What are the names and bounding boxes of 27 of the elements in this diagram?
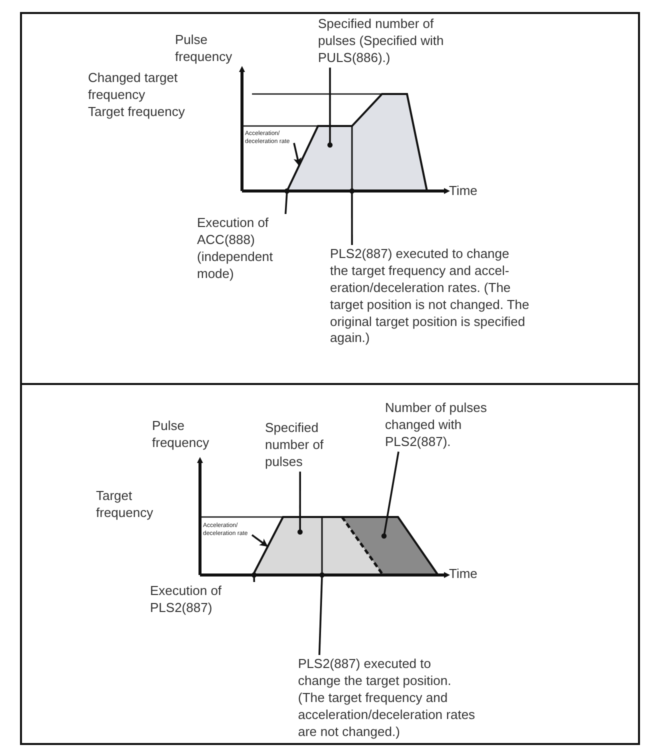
leader-text: Execution of ACC(888) (independent mode) bbox=[197, 215, 312, 283]
axis-label: Pulse frequency bbox=[175, 32, 234, 66]
leader-text: Specified number of pulses bbox=[265, 420, 343, 471]
panel bbox=[20, 383, 640, 745]
leader-text: Number of pulses changed with PLS2(887). bbox=[385, 400, 520, 451]
leader-line bbox=[297, 472, 303, 535]
leader-line bbox=[251, 572, 257, 582]
level-label: Changed target frequency bbox=[88, 70, 179, 104]
pulse-area bbox=[342, 517, 438, 575]
leader-line bbox=[381, 452, 400, 539]
leader-text: PLS2(887) executed to change the target position. (The target frequency and acceleration/deceleration rates are not changed.) bbox=[298, 656, 476, 740]
axis-label: Time bbox=[449, 183, 478, 200]
leader-text: Specified number of pulses (Specified with PULS(886).) bbox=[318, 16, 468, 67]
leader-line bbox=[327, 68, 333, 148]
axis-label: Time bbox=[449, 566, 478, 583]
leader-text: PLS2(887) executed to change the target frequency and accel-eration/deceleration rates. (The target position is not changed. The original target position is specified again.) bbox=[330, 246, 530, 348]
level-label: Target frequency bbox=[88, 104, 186, 121]
pulse-area bbox=[253, 517, 383, 575]
level-label: Target frequency bbox=[96, 488, 154, 522]
leader-line bbox=[293, 142, 302, 166]
axis-label: Pulse frequency bbox=[152, 418, 210, 452]
leader-line bbox=[284, 188, 290, 214]
panel bbox=[20, 12, 640, 385]
leader-line bbox=[318, 572, 325, 656]
leader-text: Execution of PLS2(887) bbox=[150, 583, 262, 617]
leader-line bbox=[251, 534, 268, 547]
leader-line bbox=[349, 188, 355, 245]
